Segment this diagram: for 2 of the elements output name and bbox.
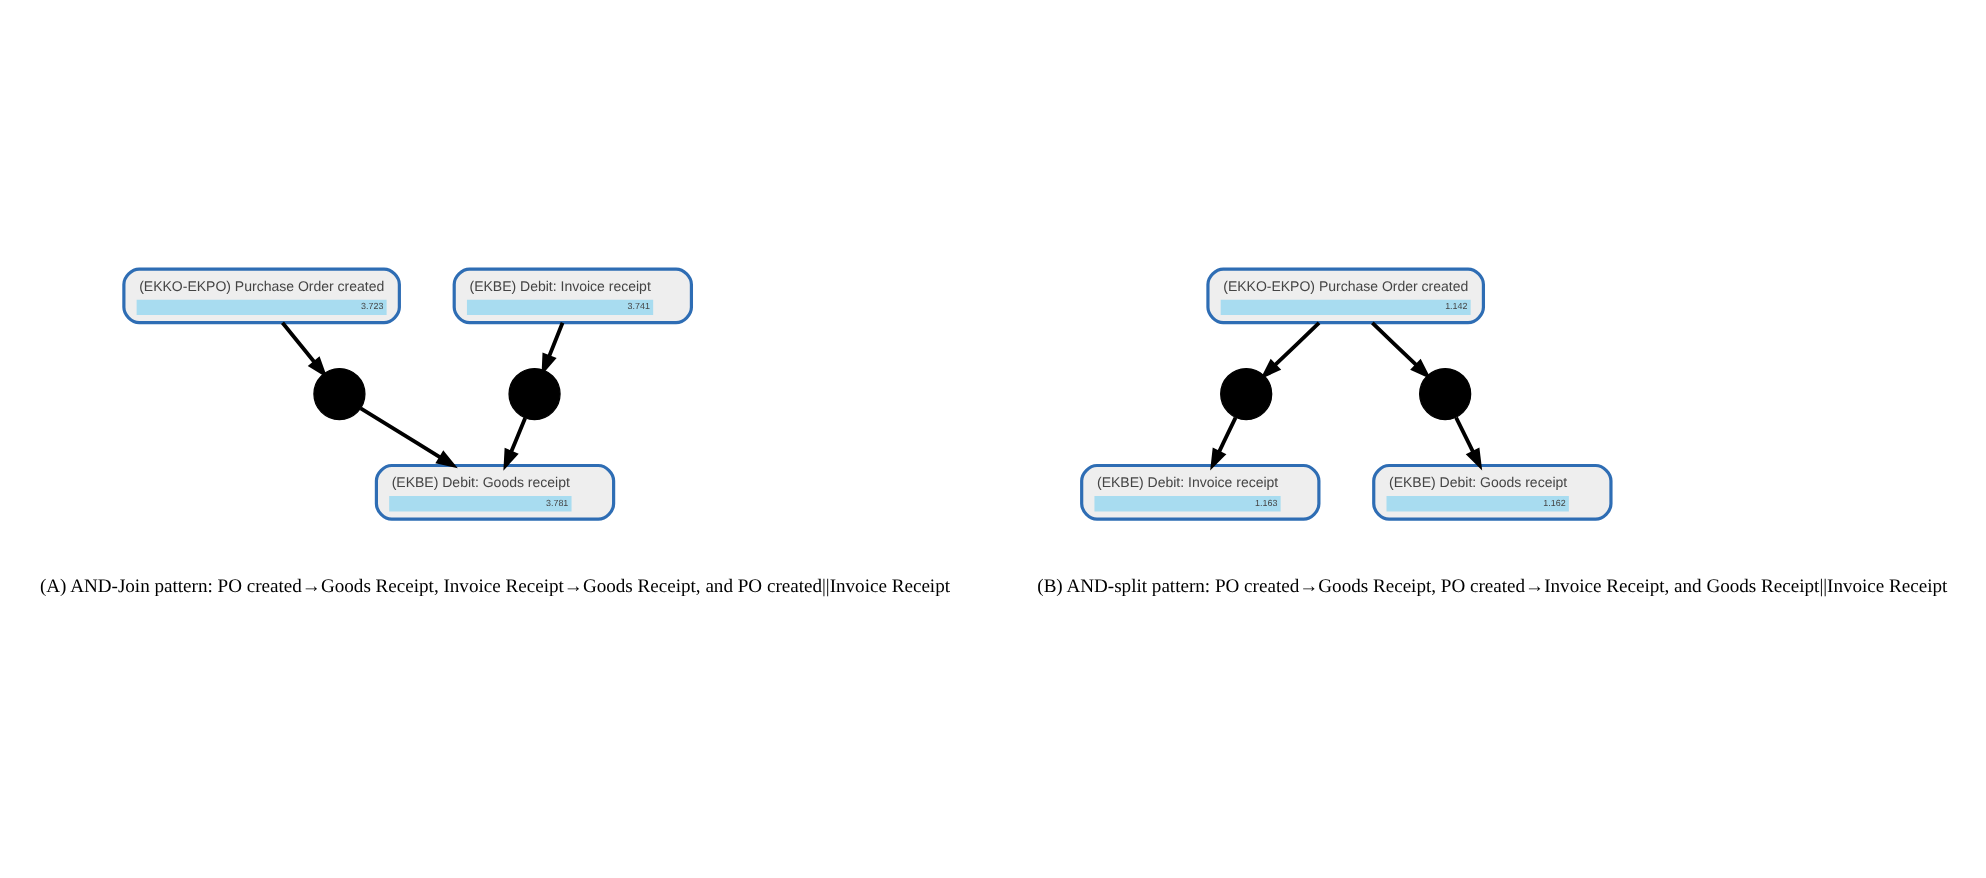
label: (A) AND-Join pattern: PO created→Goods Receipt, Invoice Receipt→Goods Receipt, and PO created||Invoice Receipt (38, 575, 950, 598)
label: (B) AND-split pattern: PO created→Goods Receipt, PO created→Invoice Receipt, and Goods Receipt||Invoice Receipt (1036, 575, 1947, 598)
